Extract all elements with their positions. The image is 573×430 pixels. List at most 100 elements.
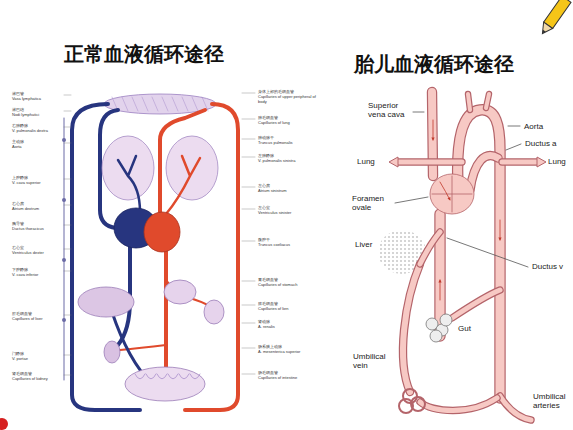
vessel-label: Ventriculus sinister bbox=[258, 211, 322, 216]
vessel bbox=[470, 156, 498, 190]
vessel bbox=[403, 264, 420, 392]
left-heart bbox=[144, 212, 180, 252]
vessel-label: 肺动脉干 bbox=[258, 136, 322, 141]
vessel-label: 肾动脉 bbox=[258, 320, 322, 325]
vessel-outline bbox=[420, 232, 440, 264]
gut-loop bbox=[440, 314, 452, 326]
leader-line bbox=[242, 281, 255, 282]
vessel-label: 胸导管 bbox=[12, 222, 62, 227]
pencil-icon bbox=[538, 0, 571, 37]
lymph-node bbox=[62, 198, 66, 202]
vessel-label: 淋巴管 bbox=[12, 92, 62, 97]
vessel-label: 左肺静脉 bbox=[258, 154, 322, 159]
leader-line bbox=[242, 209, 255, 210]
pulmonary-vein bbox=[166, 156, 200, 214]
vessel-label: V. pulmonalis dextra bbox=[12, 129, 62, 134]
vessel-label: A. renalis bbox=[258, 325, 322, 330]
vessel-outline bbox=[403, 264, 420, 392]
vessel bbox=[486, 94, 489, 108]
vessel bbox=[458, 110, 500, 398]
vessel-label: 脾毛细血管 bbox=[258, 302, 322, 307]
vessel-label: Capillaries of lien bbox=[258, 307, 322, 312]
leader-line bbox=[242, 348, 255, 349]
vessel-label: V. cava superior bbox=[12, 181, 62, 186]
vessel bbox=[420, 232, 440, 264]
capillary-mesh bbox=[182, 97, 188, 111]
anatomy-label: Lung bbox=[548, 157, 572, 166]
leader-line bbox=[242, 305, 255, 306]
pencil-tip bbox=[538, 22, 553, 37]
vessel-label: Capillaries of kidney bbox=[12, 377, 62, 382]
vessel-label: 上腔静脉 bbox=[12, 176, 62, 181]
vessel-outline bbox=[398, 158, 462, 165]
capillary-mesh bbox=[152, 97, 158, 111]
flow-arrow bbox=[433, 120, 434, 140]
leader-line bbox=[242, 119, 255, 120]
vessel-label: V. portae bbox=[12, 357, 62, 362]
panel-title: 胎儿血液循环途径 bbox=[354, 52, 514, 76]
vessel-outline bbox=[486, 94, 489, 108]
intestine-loop bbox=[146, 374, 156, 379]
anatomy-label: Foramen ovale bbox=[352, 194, 392, 212]
lung bbox=[166, 136, 218, 200]
leader-line bbox=[64, 271, 71, 272]
vessel-label: 胃毛细血管 bbox=[258, 278, 322, 283]
vessel-label: 肾毛细血管 bbox=[12, 372, 62, 377]
lung bbox=[102, 136, 154, 200]
vessel-label: 右肺静脉 bbox=[12, 124, 62, 129]
vessel-label: 右心房 bbox=[12, 202, 62, 207]
leader-line bbox=[242, 93, 255, 94]
vessel-label: Capillaries of upper peripheral of body bbox=[258, 95, 322, 104]
intestine-loop bbox=[179, 374, 189, 379]
leader-line bbox=[64, 143, 71, 144]
leader-line bbox=[242, 323, 255, 324]
anatomy-label: Lung bbox=[357, 157, 385, 166]
vessel-outline bbox=[500, 396, 531, 420]
leader-line bbox=[242, 139, 255, 140]
intestine bbox=[125, 367, 205, 401]
gut-loop bbox=[430, 330, 442, 342]
anatomy-label: Gut bbox=[458, 324, 482, 333]
capillary-mesh bbox=[132, 97, 138, 111]
leader-line bbox=[413, 112, 424, 113]
flow-arrow bbox=[440, 280, 441, 300]
flow-arrow bbox=[440, 182, 450, 200]
intestine-loop bbox=[190, 374, 200, 379]
pulmonary-artery bbox=[118, 156, 140, 212]
vessel-label: 左心室 bbox=[258, 206, 322, 211]
lymph-node bbox=[62, 258, 66, 262]
vessel-label: Capillaries of intestine bbox=[258, 376, 322, 381]
leader-line bbox=[64, 315, 71, 316]
lymph-node bbox=[62, 138, 66, 142]
pencil-lead bbox=[541, 30, 546, 35]
vessel-label: Capillares of liver bbox=[12, 317, 62, 322]
vessel-label: 肺毛细血管 bbox=[258, 116, 322, 121]
leader-line bbox=[64, 95, 71, 96]
vessel-label: 肝毛细血管 bbox=[12, 312, 62, 317]
capillary-mesh bbox=[172, 97, 178, 111]
vessel bbox=[502, 160, 538, 165]
leader-line bbox=[64, 205, 71, 206]
intestine-loop bbox=[157, 374, 167, 379]
lung-arrow bbox=[537, 157, 546, 167]
vessel-label: Capillaries of lung bbox=[258, 121, 322, 126]
capillary-mesh bbox=[162, 97, 168, 111]
vessel-label: Ductus thoracicus bbox=[12, 227, 62, 232]
vessel-label: 淋巴结 bbox=[12, 108, 62, 113]
leader-line bbox=[242, 157, 255, 158]
vessel bbox=[452, 290, 500, 318]
leader-line bbox=[242, 187, 255, 188]
vessel-outline bbox=[470, 156, 498, 190]
vessel-label: Truncus pulmonalis bbox=[258, 141, 322, 146]
lymph-node bbox=[62, 318, 66, 322]
vessel bbox=[468, 94, 470, 110]
vessel-label: 腹腔干 bbox=[258, 238, 322, 243]
spleen bbox=[204, 300, 224, 324]
leader-line bbox=[395, 197, 428, 203]
leader-line bbox=[64, 111, 71, 112]
red-dot bbox=[0, 418, 8, 430]
leader-line bbox=[242, 241, 255, 242]
heart bbox=[430, 174, 474, 214]
vessel-label: 肠毛细血管 bbox=[258, 371, 322, 376]
